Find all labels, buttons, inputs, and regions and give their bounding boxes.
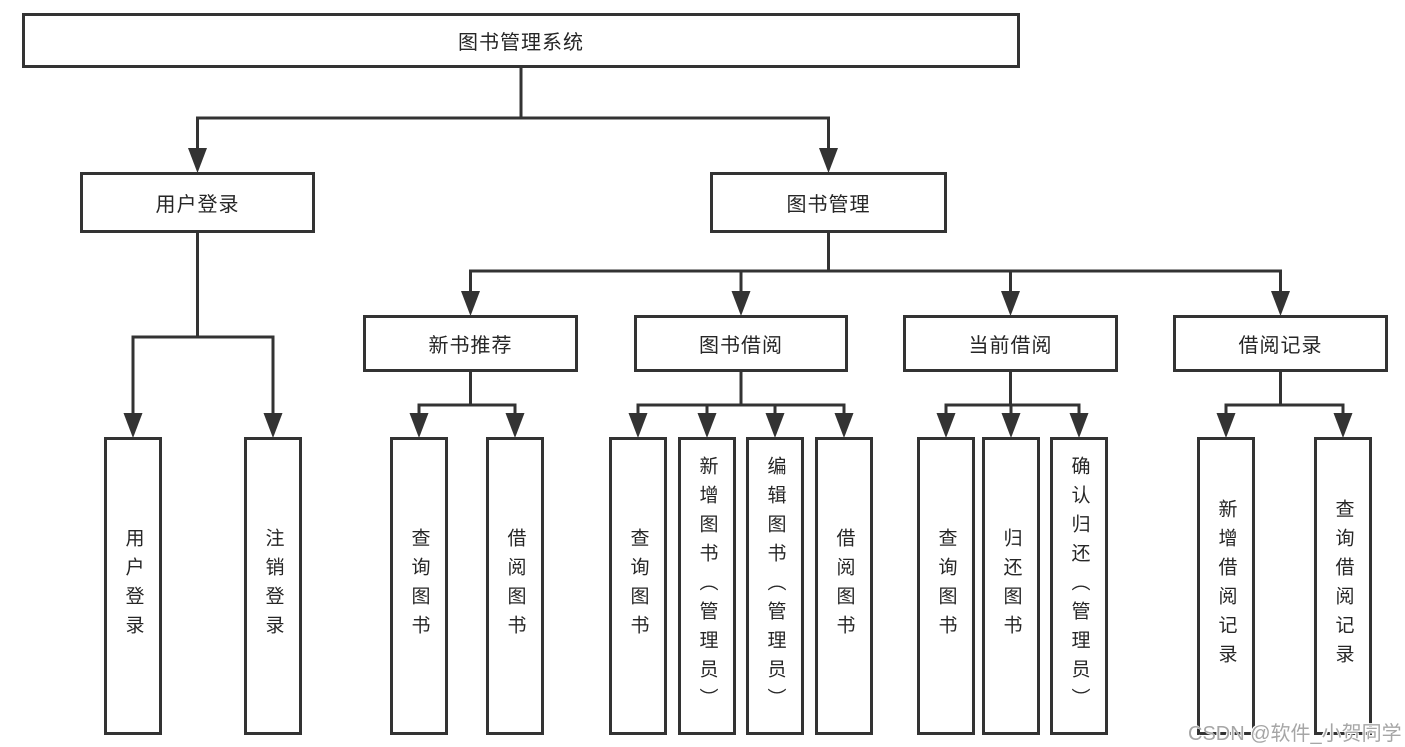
node-book-management: 图书管理	[710, 172, 947, 233]
node-leaf-borrow-books-1: 借阅图书	[486, 437, 544, 735]
edge-user-login	[123, 233, 283, 438]
arrowhead-down-icon	[123, 413, 143, 438]
node-label-leaf-return-books: 归还图书	[1000, 528, 1022, 644]
arrowhead-down-icon	[1069, 413, 1089, 438]
node-label-leaf-add-books: 新增图书（管理员）	[696, 455, 718, 717]
arrowhead-down-icon	[461, 291, 480, 316]
node-label-leaf-query-record: 查询借阅记录	[1332, 499, 1354, 673]
node-leaf-query-record: 查询借阅记录	[1314, 437, 1372, 735]
node-leaf-return-books: 归还图书	[982, 437, 1040, 735]
node-label-borrow-records: 借阅记录	[1238, 335, 1323, 357]
node-label-new-book-recommend: 新书推荐	[428, 335, 513, 357]
node-label-leaf-borrow-books-2: 借阅图书	[833, 528, 855, 644]
node-label-current-borrow: 当前借阅	[968, 335, 1053, 357]
arrowhead-down-icon	[628, 413, 648, 438]
arrowhead-down-icon	[1333, 413, 1353, 438]
node-label-leaf-query-books-3: 查询图书	[935, 528, 957, 644]
node-leaf-logout: 注销登录	[244, 437, 302, 735]
edge-new-book-recommend	[409, 372, 525, 438]
node-leaf-edit-books: 编辑图书（管理员）	[746, 437, 804, 735]
node-book-borrow: 图书借阅	[634, 315, 848, 372]
arrowhead-down-icon	[765, 413, 785, 438]
arrowhead-down-icon	[409, 413, 429, 438]
arrowhead-down-icon	[263, 413, 283, 438]
node-leaf-query-books-2: 查询图书	[609, 437, 667, 735]
node-label-leaf-add-record: 新增借阅记录	[1215, 499, 1237, 673]
node-label-leaf-edit-books: 编辑图书（管理员）	[764, 455, 786, 717]
edge-root	[188, 68, 838, 173]
node-label-root: 图书管理系统	[458, 32, 584, 54]
arrowhead-down-icon	[697, 413, 717, 438]
node-leaf-query-books-3: 查询图书	[917, 437, 975, 735]
node-leaf-query-books-1: 查询图书	[390, 437, 448, 735]
arrowhead-down-icon	[505, 413, 525, 438]
node-leaf-add-books: 新增图书（管理员）	[678, 437, 736, 735]
arrowhead-down-icon	[819, 148, 838, 173]
node-leaf-user-login: 用户登录	[104, 437, 162, 735]
edge-book-management	[461, 233, 1290, 316]
edge-current-borrow	[936, 372, 1089, 438]
edge-borrow-records	[1216, 372, 1353, 438]
node-current-borrow: 当前借阅	[903, 315, 1118, 372]
node-label-leaf-confirm-return: 确认归还（管理员）	[1068, 455, 1090, 717]
node-leaf-confirm-return: 确认归还（管理员）	[1050, 437, 1108, 735]
node-label-book-borrow: 图书借阅	[699, 335, 783, 357]
node-label-leaf-logout: 注销登录	[262, 528, 284, 644]
arrowhead-down-icon	[188, 148, 207, 173]
node-label-book-management: 图书管理	[786, 194, 871, 216]
arrowhead-down-icon	[1216, 413, 1236, 438]
edge-book-borrow	[628, 372, 854, 438]
node-label-leaf-query-books-1: 查询图书	[408, 528, 430, 644]
node-new-book-recommend: 新书推荐	[363, 315, 578, 372]
arrowhead-down-icon	[731, 291, 751, 316]
watermark: CSDN @软件_小贺同学	[1188, 723, 1402, 745]
node-user-login: 用户登录	[80, 172, 315, 233]
node-leaf-borrow-books-2: 借阅图书	[815, 437, 873, 735]
arrowhead-down-icon	[834, 413, 854, 438]
arrowhead-down-icon	[936, 413, 956, 438]
node-label-leaf-borrow-books-1: 借阅图书	[504, 528, 526, 644]
node-leaf-add-record: 新增借阅记录	[1197, 437, 1255, 735]
arrowhead-down-icon	[1001, 291, 1020, 316]
node-label-leaf-user-login: 用户登录	[122, 528, 144, 644]
node-label-leaf-query-books-2: 查询图书	[627, 528, 649, 644]
node-borrow-records: 借阅记录	[1173, 315, 1388, 372]
node-label-user-login: 用户登录	[155, 194, 240, 216]
arrowhead-down-icon	[1001, 413, 1021, 438]
arrowhead-down-icon	[1271, 291, 1290, 316]
node-root: 图书管理系统	[22, 13, 1020, 68]
